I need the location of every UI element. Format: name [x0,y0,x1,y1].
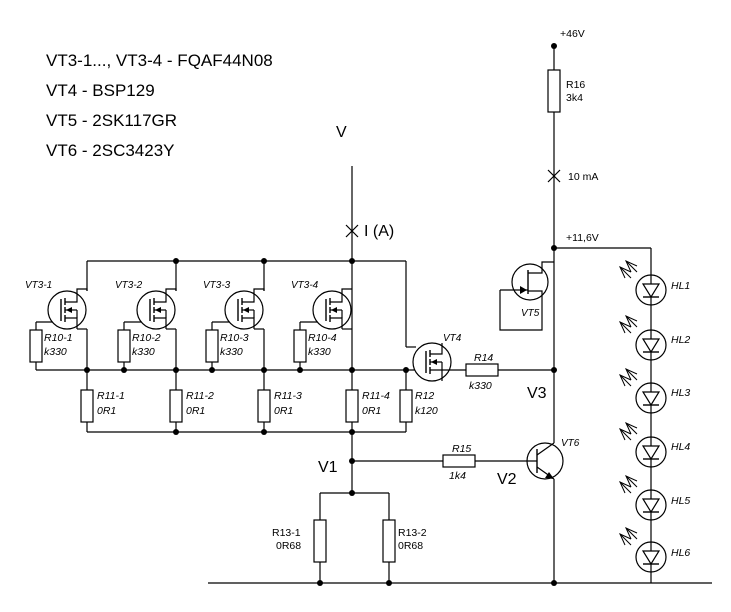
node-v2-label: V2 [497,471,517,488]
ground-rail [208,580,712,586]
mosfet-vt3-3 [205,261,271,432]
mosfet-vt3-2 [117,261,183,432]
r15-label: R15 [452,443,471,455]
r10-3-value: k330 [220,346,243,358]
v116-label: +11,6V [566,232,599,244]
r15-value: 1k4 [449,470,466,482]
vt4-label: VT4 [443,333,462,344]
bjt-vt6: VT6 V2 [497,378,580,583]
r10-4-value: k330 [308,346,331,358]
r13-1-label: R13-1 [272,527,301,539]
r12-label: R12 [415,390,434,402]
legend-line-1: VT3-1..., VT3-4 - FQAF44N08 [46,51,273,70]
r11-2-value: 0R1 [186,405,205,417]
resistor-r14: R14 k330 V3 [442,352,557,402]
node-v-label: V [336,124,347,141]
r13-1-value: 0R68 [276,540,301,552]
r11-3-value: 0R1 [274,405,293,417]
vt3-4-label: VT3-4 [291,280,319,291]
r12-value: k120 [415,405,438,417]
vt5-label: VT5 [521,308,540,319]
r14-label: R14 [474,352,493,364]
r10-2-label: R10-2 [132,332,161,344]
resistor-r12: R12 k120 [399,367,438,432]
r10-1-value: k330 [44,346,67,358]
r16-label: R16 [566,79,585,91]
resistor-r13: R13-1 0R68 R13-2 0R68 [272,492,427,583]
led-string: HL1 HL2 HL3 HL4 HL5 HL6 [619,248,690,583]
v-rail: V I (A) [336,124,394,432]
r13-2-label: R13-2 [398,527,427,539]
r11-2-label: R11-2 [186,390,214,402]
led-hl4-label: HL4 [671,441,690,453]
current-label: I (A) [364,223,394,240]
r11-1-value: 0R1 [97,405,116,417]
r11-1-label: R11-1 [97,390,125,402]
jfet-vt5: VT5 [499,261,554,331]
led-hl1-label: HL1 [671,280,690,292]
node-v1-label: V1 [318,459,338,476]
led-hl2-label: HL2 [671,334,690,346]
r11-4-value: 0R1 [362,405,381,417]
ten-ma-label: 10 mA [568,171,598,183]
drain-bus [87,258,416,348]
legend-line-4: VT6 - 2SC3423Y [46,141,175,160]
mosfet-array: VT3-1 R10-1 k330 R11-1 0R1 VT3-2 R10-2 k… [25,261,416,435]
r13-2-value: 0R68 [398,540,423,552]
vt3-1-label: VT3-1 [25,280,52,291]
r14-value: k330 [469,380,492,392]
supply-column: +46V R16 3k4 10 mA +11,6V [547,28,651,378]
r10-2-value: k330 [132,346,155,358]
led-hl6-label: HL6 [671,547,690,559]
vt6-label: VT6 [561,438,580,449]
mosfet-vt3-1 [29,261,94,432]
r16-value: 3k4 [566,92,583,104]
led-hl3-label: HL3 [671,387,690,399]
r10-1-label: R10-1 [44,332,73,344]
legend-line-3: VT5 - 2SK117GR [46,111,177,130]
vt3-3-label: VT3-3 [203,280,231,291]
r11-4-label: R11-4 [362,390,390,402]
legend-line-2: VT4 - BSP129 [46,81,155,100]
r11-3-label: R11-3 [274,390,302,402]
r10-4-label: R10-4 [308,332,337,344]
node-v1: R15 1k4 V1 [318,432,537,496]
vt3-2-label: VT3-2 [115,280,143,291]
node-v3-label: V3 [527,385,547,402]
mosfet-vt4: VT4 [412,333,462,382]
led-hl5-label: HL5 [671,495,690,507]
supply-label: +46V [560,28,585,40]
r10-3-label: R10-3 [220,332,249,344]
mosfet-vt3-4 [293,288,359,423]
